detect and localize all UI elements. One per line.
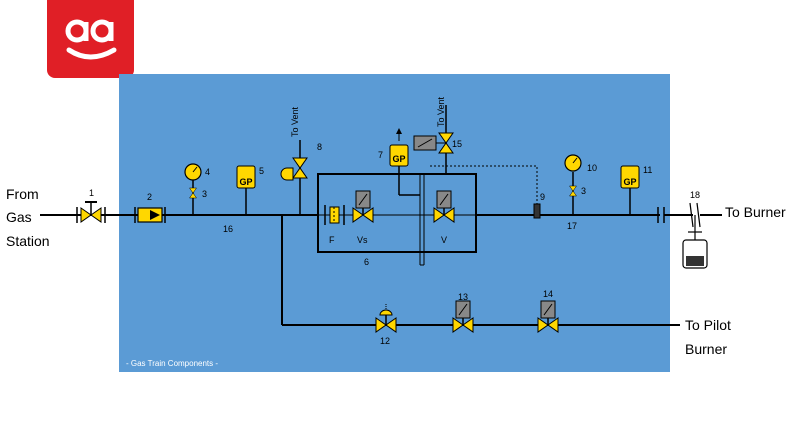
vent-label-15: To Vent	[436, 96, 446, 127]
pressure-gauge-10	[564, 154, 582, 215]
to-pilot-label: To Pilot	[685, 317, 731, 333]
pilot-regulator-12	[375, 304, 397, 333]
burner-cock-18	[682, 202, 708, 269]
number-5: 5	[259, 166, 264, 176]
sensing-line	[430, 165, 538, 205]
vent-valve-15	[413, 105, 454, 174]
number-9: 9	[540, 192, 545, 202]
number-8: 8	[317, 142, 322, 152]
pilot-solenoid-14	[537, 300, 559, 333]
number-11: 11	[643, 165, 652, 175]
manual-valve-1	[76, 201, 106, 223]
number-4: 4	[205, 167, 210, 177]
number-16: 16	[223, 224, 233, 234]
number-3: 3	[202, 189, 207, 199]
pressure-switch-7: GP	[389, 128, 420, 196]
vent-label-8: To Vent	[290, 106, 300, 137]
to-burner-label: To Burner	[725, 204, 786, 220]
number-1: 1	[89, 188, 94, 198]
app-logo	[47, 0, 134, 78]
gas-label: Gas	[6, 209, 32, 225]
number-12: 12	[380, 336, 390, 346]
number-10: 10	[587, 163, 597, 173]
diagram-caption: - Gas Train Components -	[126, 359, 218, 368]
number-2: 2	[147, 192, 152, 202]
number-17: 17	[567, 221, 577, 231]
valve-train-box-6	[317, 173, 477, 266]
number-6: 6	[364, 257, 369, 267]
pressure-switch-5: GP	[236, 165, 256, 215]
number-7: 7	[378, 150, 383, 160]
pilot-solenoid-13	[452, 300, 474, 333]
number-13: 13	[458, 292, 468, 302]
amazon-appstore-logo-icon	[65, 19, 117, 60]
orifice-9	[533, 203, 541, 219]
number-3b: 3	[581, 186, 586, 196]
filter-2	[134, 207, 166, 223]
flange	[657, 207, 665, 223]
gp-label: GP	[392, 154, 405, 164]
vent-valve-8	[280, 140, 308, 215]
number-14: 14	[543, 289, 553, 299]
station-label: Station	[6, 233, 50, 249]
safety-valve-label: Vs	[357, 235, 368, 245]
gp-label: GP	[623, 177, 636, 187]
component-numbers: 1 2 3 4 5 6 7 8 9 10 11 12 13 14 15 16 1…	[89, 139, 700, 346]
gp-label: GP	[239, 177, 252, 187]
pressure-switch-11: GP	[620, 165, 640, 215]
pilot-pipe	[281, 215, 680, 326]
from-label: From	[6, 186, 39, 202]
main-valve-label: V	[441, 235, 447, 245]
number-15: 15	[452, 139, 462, 149]
pilot-burner-label: Burner	[685, 341, 727, 357]
number-18: 18	[690, 190, 700, 200]
filter-label: F	[329, 235, 335, 245]
pressure-gauge-4	[184, 163, 202, 215]
